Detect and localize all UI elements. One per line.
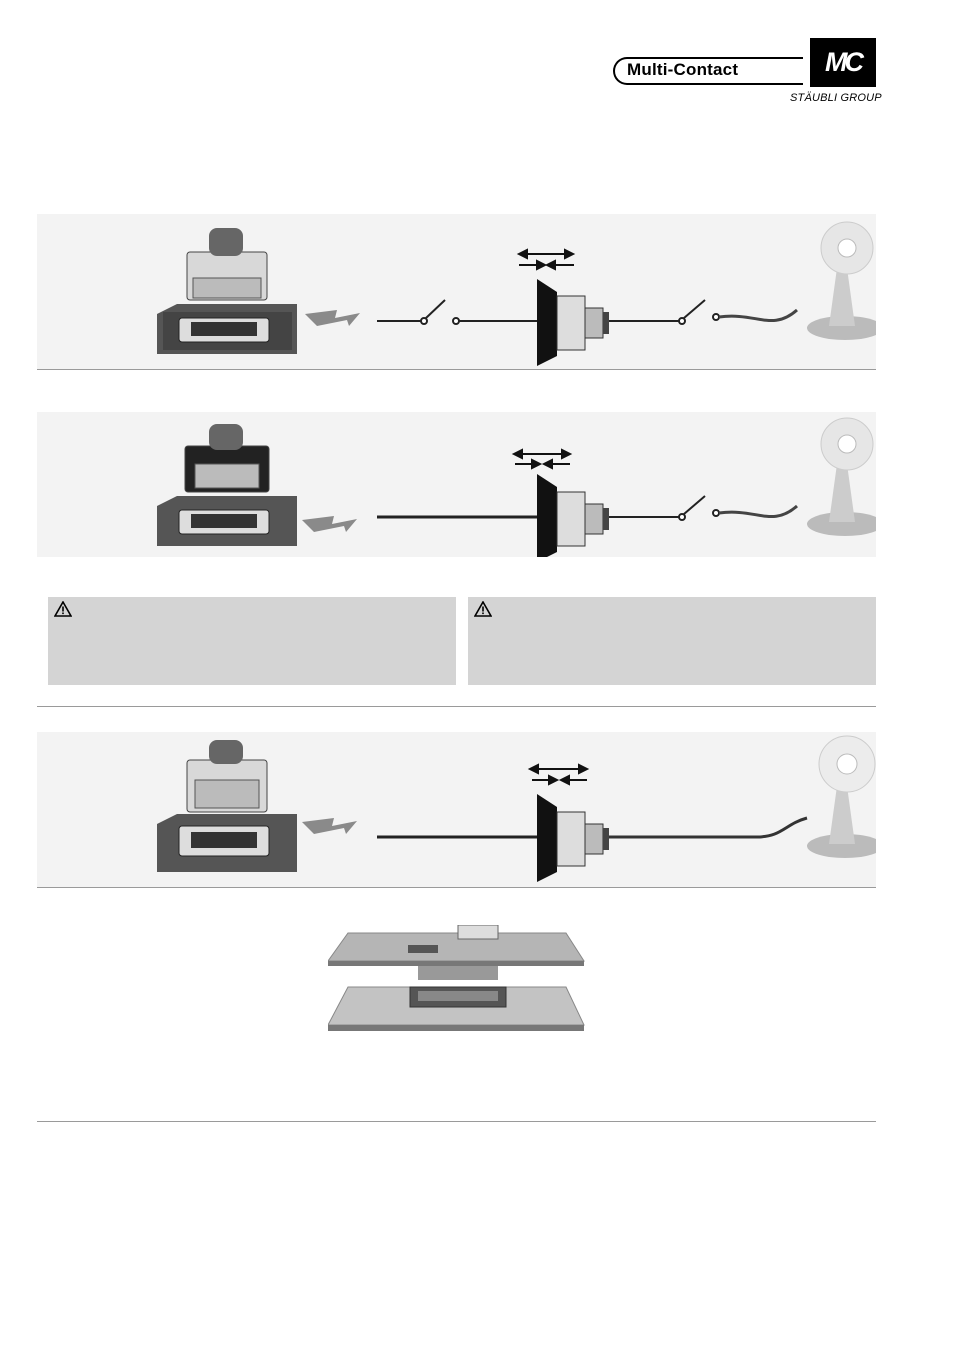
circuit-diagram-2 (157, 417, 876, 557)
fan-cable (718, 308, 798, 323)
board-assembly-illustration (327, 924, 586, 1037)
board-assembly-svg (327, 924, 585, 1031)
brand-frame (613, 57, 803, 85)
wall-plug (537, 794, 609, 882)
connector-illustration (157, 424, 297, 546)
warning-triangle-icon (54, 601, 72, 617)
section-divider (37, 706, 876, 707)
section-divider (37, 1121, 876, 1122)
warning-triangle-icon (474, 601, 492, 617)
connector-illustration (157, 740, 297, 872)
diagram-panel-2 (37, 412, 876, 557)
switch-1 (377, 299, 537, 325)
warning-box-1 (48, 597, 456, 685)
connector-illustration (157, 228, 297, 354)
wall-plug (537, 279, 609, 366)
arrows-2 (511, 448, 573, 470)
section-divider (37, 887, 876, 888)
diagram-panel-1 (37, 214, 876, 369)
mc-logo: MC (810, 38, 876, 87)
brand-name: Multi-Contact (627, 60, 739, 79)
fan-cable (718, 504, 798, 519)
circuit-diagram-3 (157, 735, 876, 882)
fan-icon (807, 417, 876, 536)
group-name: STÄUBLI GROUP (790, 92, 882, 104)
arrows-3 (527, 763, 590, 786)
warning-box-2 (468, 597, 876, 685)
lightning-icon (302, 818, 357, 834)
section-divider (37, 369, 876, 370)
fan-icon (807, 221, 876, 340)
wall-plug (537, 474, 609, 557)
lightning-icon (305, 310, 360, 326)
fan-icon (807, 735, 876, 858)
arrows-1 (516, 248, 576, 271)
fan-cable (609, 816, 808, 839)
switch-3 (609, 495, 720, 521)
lightning-icon (302, 516, 357, 532)
switch-2 (609, 299, 720, 325)
circuit-diagram-1 (157, 221, 876, 366)
diagram-panel-3 (37, 732, 876, 887)
